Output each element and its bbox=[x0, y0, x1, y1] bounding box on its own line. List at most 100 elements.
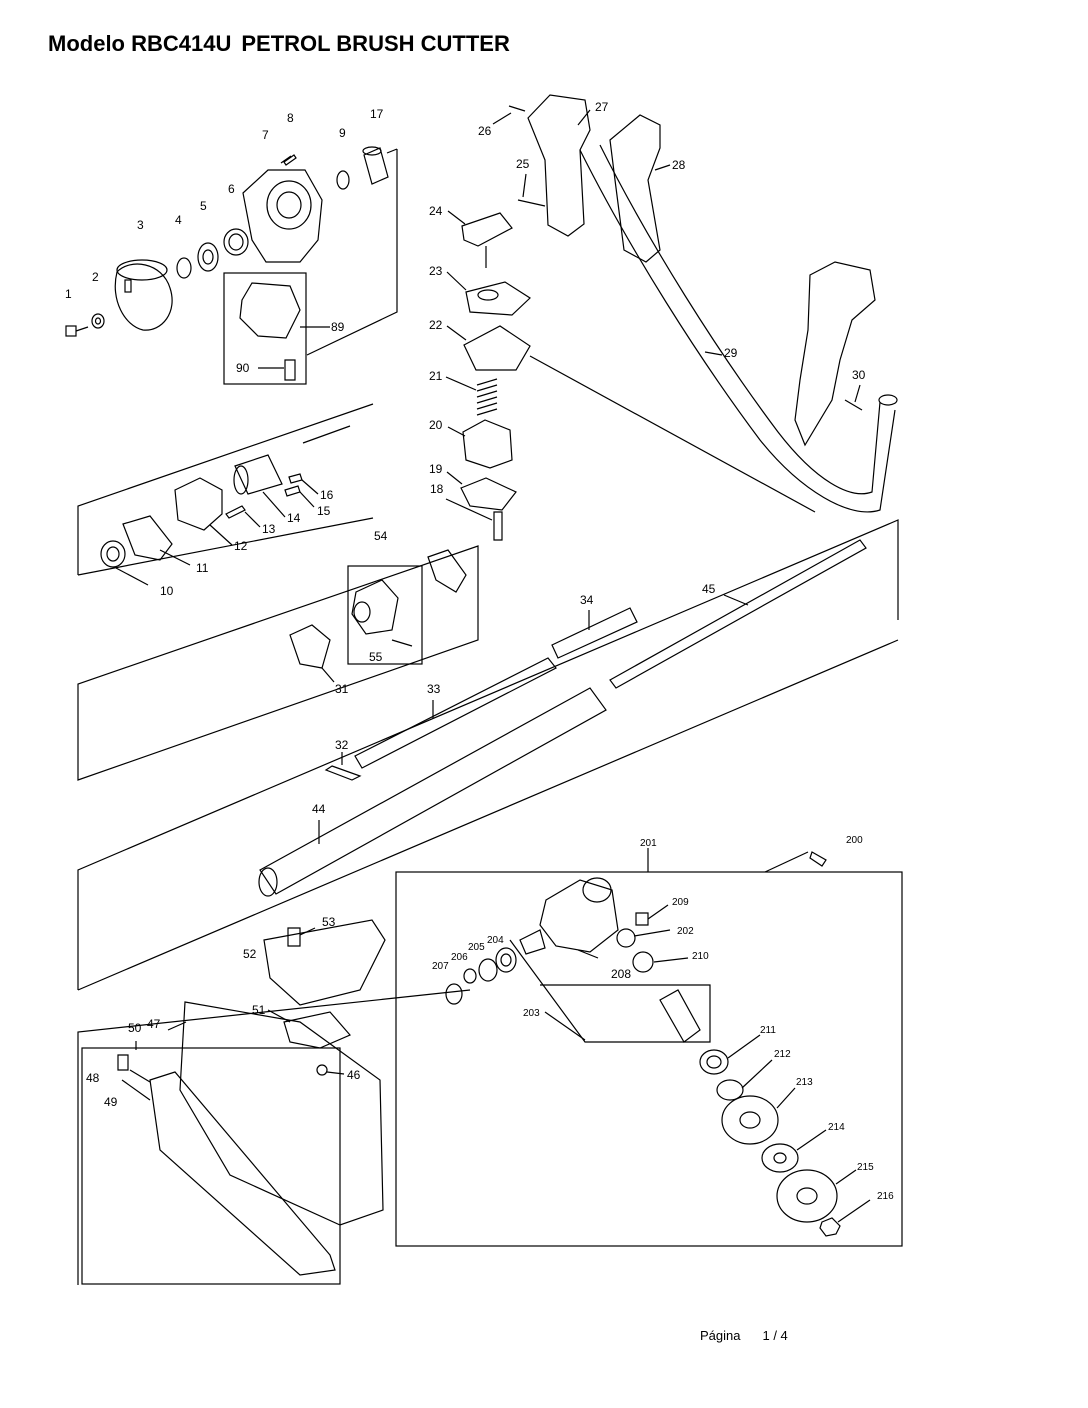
model-name: Modelo RBC414U bbox=[48, 31, 232, 56]
washer-part-46 bbox=[316, 1064, 328, 1076]
label-29: 29 bbox=[724, 346, 738, 360]
bearing-part-211 bbox=[699, 1049, 729, 1075]
gear-head-group bbox=[395, 848, 903, 1247]
label-203: 203 bbox=[523, 1008, 540, 1019]
label-48: 48 bbox=[86, 1071, 100, 1085]
label-26: 26 bbox=[478, 124, 492, 138]
label-5: 5 bbox=[200, 199, 207, 213]
screw-part-18 bbox=[493, 511, 503, 541]
label-1: 1 bbox=[65, 287, 72, 301]
clip-part-19 bbox=[460, 477, 517, 511]
label-52: 52 bbox=[243, 947, 257, 961]
ring-part-10 bbox=[100, 540, 126, 568]
washer-part-214 bbox=[761, 1143, 799, 1173]
label-28: 28 bbox=[672, 158, 686, 172]
circlip-part-207 bbox=[445, 983, 463, 1005]
bracket-part-23 bbox=[465, 281, 531, 316]
shaft-group bbox=[77, 519, 899, 991]
coupling-group bbox=[77, 403, 374, 586]
label-49: 49 bbox=[104, 1095, 118, 1109]
label-25: 25 bbox=[516, 157, 530, 171]
label-215: 215 bbox=[857, 1162, 874, 1173]
label-210: 210 bbox=[692, 951, 709, 962]
guard-part-47 bbox=[179, 1001, 384, 1226]
label-14: 14 bbox=[287, 511, 301, 525]
throttle-grip-part-30 bbox=[794, 261, 876, 447]
label-205: 205 bbox=[468, 942, 485, 953]
bolt-part-209 bbox=[635, 912, 649, 926]
bolt-part-15 bbox=[284, 485, 301, 497]
knob-part-24 bbox=[461, 212, 513, 247]
part-89-box bbox=[223, 272, 307, 385]
bearing-part-205 bbox=[478, 958, 498, 982]
label-13: 13 bbox=[262, 522, 276, 536]
bolt-part-16 bbox=[288, 473, 303, 484]
label-204: 204 bbox=[487, 935, 504, 946]
part-201-box bbox=[395, 871, 903, 1247]
label-part-32 bbox=[324, 765, 362, 781]
label-200: 200 bbox=[846, 835, 863, 846]
grip-part-28 bbox=[609, 114, 661, 263]
label-45: 45 bbox=[702, 582, 716, 596]
screw-part-26 bbox=[508, 105, 526, 112]
label-32: 32 bbox=[335, 738, 349, 752]
clamp-part-22 bbox=[463, 325, 531, 371]
pinion-part-203 bbox=[519, 929, 546, 955]
page-label: Página bbox=[700, 1328, 741, 1343]
cup-part-215 bbox=[776, 1169, 838, 1223]
bracket-part-51 bbox=[283, 1011, 351, 1049]
label-9: 9 bbox=[339, 126, 346, 140]
label-34: 34 bbox=[580, 593, 594, 607]
screw-part-8 bbox=[280, 154, 297, 166]
label-44: 44 bbox=[312, 802, 326, 816]
nut-part-216 bbox=[819, 1217, 841, 1237]
handlebar-part-29 bbox=[579, 149, 896, 513]
cover-part-52 bbox=[263, 919, 386, 1006]
circlip-part-212 bbox=[716, 1079, 744, 1101]
label-12: 12 bbox=[234, 539, 248, 553]
front-handle-group bbox=[492, 94, 898, 513]
part-54-box bbox=[347, 565, 423, 665]
tape-part-33 bbox=[354, 657, 557, 769]
label-7: 7 bbox=[262, 128, 269, 142]
label-21: 21 bbox=[429, 369, 443, 383]
label-90: 90 bbox=[236, 361, 250, 375]
circlip-part-4 bbox=[176, 257, 192, 279]
handle-part-27 bbox=[527, 94, 591, 237]
label-4: 4 bbox=[175, 213, 182, 227]
clutch-housing-group bbox=[65, 146, 398, 385]
spring-part-21 bbox=[476, 378, 498, 416]
label-17: 17 bbox=[370, 107, 384, 121]
clamp-part-54 bbox=[351, 579, 399, 635]
bearing-part-5 bbox=[197, 242, 219, 272]
page-number: 1 / 4 bbox=[762, 1328, 788, 1343]
part-50-box bbox=[81, 1047, 341, 1285]
cover-part-89 bbox=[239, 282, 301, 339]
label-6: 6 bbox=[228, 182, 235, 196]
bolt-part-200 bbox=[809, 851, 827, 867]
label-22: 22 bbox=[429, 318, 443, 332]
gear-case-part-201 bbox=[539, 879, 619, 953]
label-47: 47 bbox=[147, 1017, 161, 1031]
bearing-part-210 bbox=[632, 951, 654, 973]
shaft-part-203b bbox=[659, 989, 701, 1043]
handle-clamp-group bbox=[445, 210, 816, 541]
label-51: 51 bbox=[252, 1003, 266, 1017]
label-212: 212 bbox=[774, 1049, 791, 1060]
circlip-part-9 bbox=[336, 170, 350, 190]
screw-part-53 bbox=[287, 927, 301, 947]
label-209: 209 bbox=[672, 897, 689, 908]
screw-part-90 bbox=[284, 359, 296, 381]
page-footer: Página 1 / 4 bbox=[700, 1328, 788, 1343]
bolt-part-13 bbox=[225, 505, 246, 519]
screw-part-55 bbox=[391, 639, 413, 647]
bolt-part-1 bbox=[65, 325, 77, 337]
label-46: 46 bbox=[347, 1068, 361, 1082]
washer-part-206 bbox=[463, 968, 477, 984]
guard-extension-part-49 bbox=[149, 1071, 336, 1276]
label-207: 207 bbox=[432, 961, 449, 972]
bearing-part-204 bbox=[495, 947, 517, 973]
label-20: 20 bbox=[429, 418, 443, 432]
label-206: 206 bbox=[451, 952, 468, 963]
